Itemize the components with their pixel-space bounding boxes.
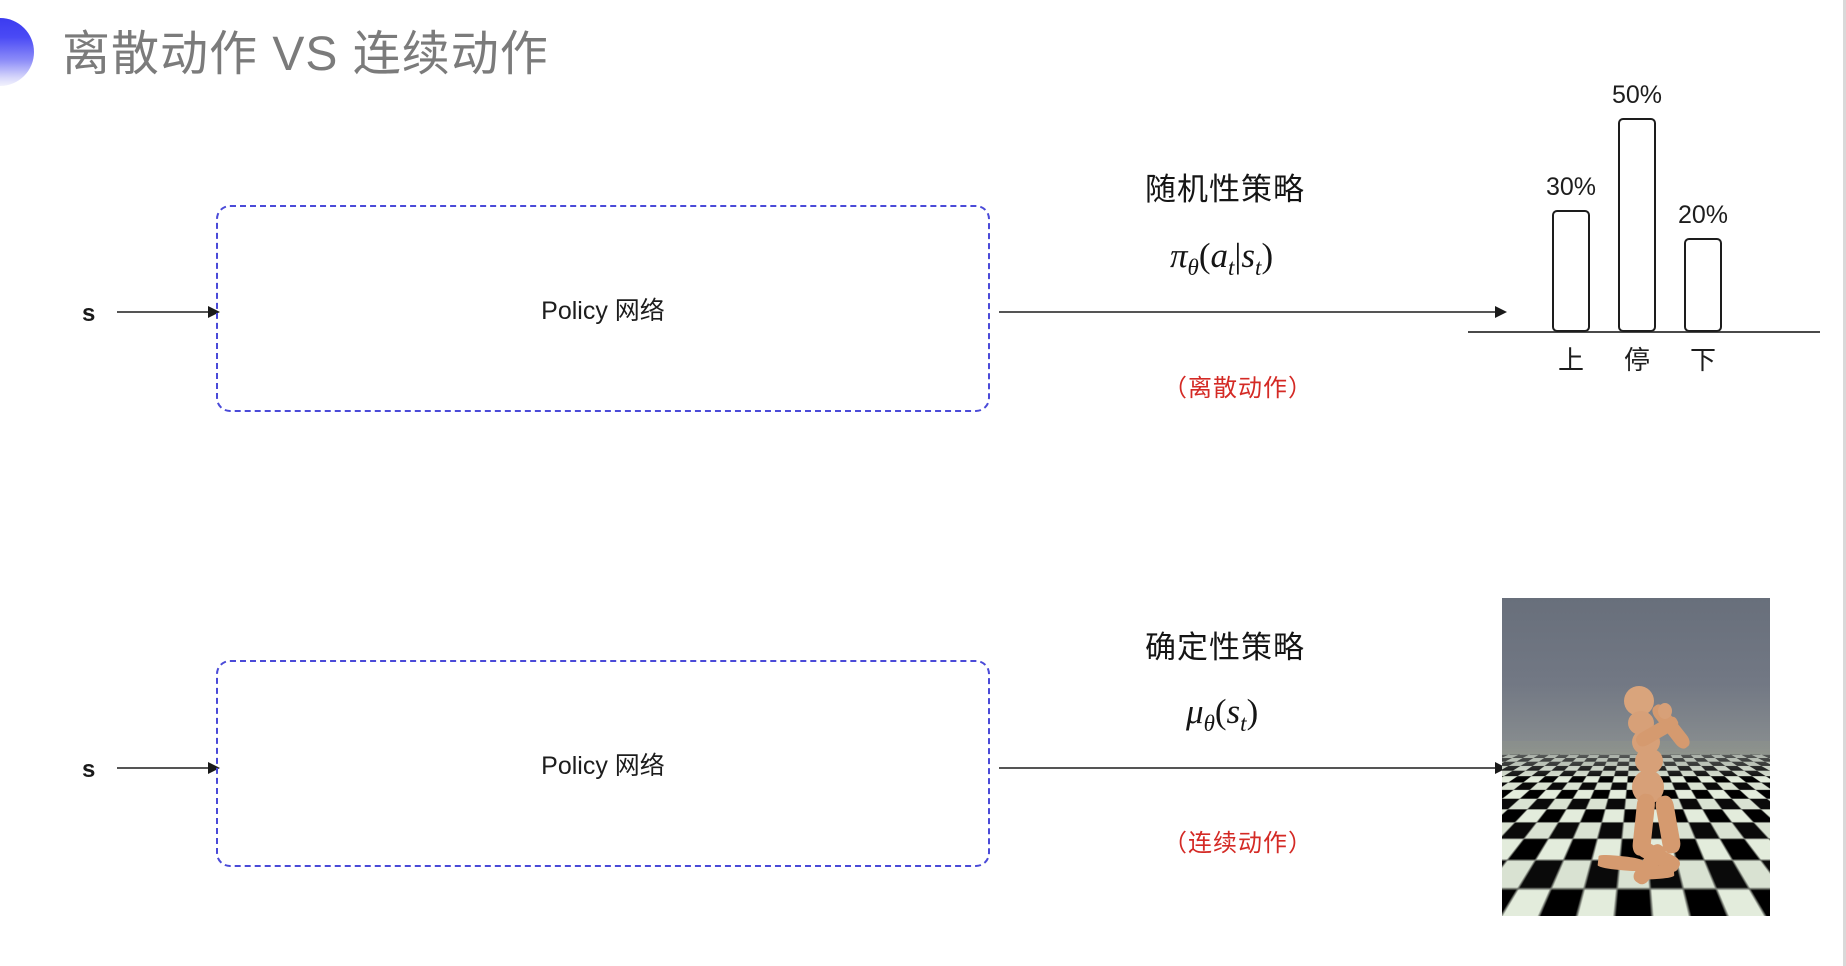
discrete-action-note: （离散动作） (1163, 375, 1313, 402)
state-label-discrete: s (82, 300, 96, 327)
formula-state-sub: t (1255, 255, 1262, 280)
arrow-head (1495, 305, 1507, 318)
policy-network-box-discrete[interactable]: Policy 网络 (216, 205, 990, 412)
title-accent-circle (0, 18, 34, 86)
formula-symbol: π (1170, 236, 1188, 275)
policy-network-label-continuous: Policy 网络 (541, 751, 665, 780)
bar-0[interactable] (1552, 210, 1590, 332)
arrow-shaft (117, 311, 209, 313)
formula-open-paren: ( (1198, 236, 1211, 275)
humanoid-simulation-image (1502, 598, 1770, 916)
bar-category-2: 下 (1689, 345, 1717, 375)
page-title: 离散动作 VS 连续动作 (62, 28, 549, 81)
bar-category-1: 停 (1623, 345, 1651, 375)
bar-value-1: 50% (1611, 81, 1663, 109)
bar-2[interactable] (1684, 238, 1722, 332)
arrow-shaft (999, 311, 1496, 313)
formula-action-sub: t (1228, 255, 1235, 280)
continuous-action-note: （连续动作） (1163, 830, 1313, 857)
formula-open-paren: ( (1214, 692, 1227, 731)
formula-conditional-bar: | (1234, 236, 1242, 275)
state-label-continuous: s (82, 756, 96, 783)
formula-state: s (1226, 692, 1241, 731)
humanoid-figure (1502, 598, 1770, 916)
formula-action: a (1210, 236, 1229, 275)
formula-symbol: μ (1186, 692, 1204, 731)
formula-theta: θ (1203, 711, 1215, 736)
deterministic-policy-formula: μθ(st) (1186, 692, 1258, 737)
humanoid-lower-torso (1635, 748, 1663, 774)
deterministic-policy-label: 确定性策略 (1145, 630, 1305, 665)
bar-1[interactable] (1618, 118, 1656, 332)
bar-category-0: 上 (1557, 345, 1585, 375)
stochastic-policy-label: 随机性策略 (1145, 172, 1305, 207)
formula-close-paren: ) (1261, 236, 1274, 275)
arrow-shaft (999, 767, 1496, 769)
formula-close-paren: ) (1246, 692, 1259, 731)
arrow-shaft (117, 767, 209, 769)
policy-network-box-continuous[interactable]: Policy 网络 (216, 660, 990, 867)
bar-value-0: 30% (1545, 173, 1597, 201)
formula-state-sub: t (1240, 711, 1247, 736)
formula-theta: θ (1187, 255, 1199, 280)
chart-x-axis (1468, 331, 1820, 333)
bar-value-2: 20% (1677, 201, 1729, 229)
humanoid-hand (1658, 703, 1672, 719)
formula-state: s (1241, 236, 1256, 275)
policy-network-label-discrete: Policy 网络 (541, 296, 665, 325)
slide-right-border (1843, 0, 1846, 966)
humanoid-right-foot (1637, 864, 1675, 881)
action-probability-bar-chart: 30% 上 50% 停 20% 下 (1468, 81, 1828, 395)
stochastic-policy-formula: πθ(at|st) (1170, 236, 1273, 281)
